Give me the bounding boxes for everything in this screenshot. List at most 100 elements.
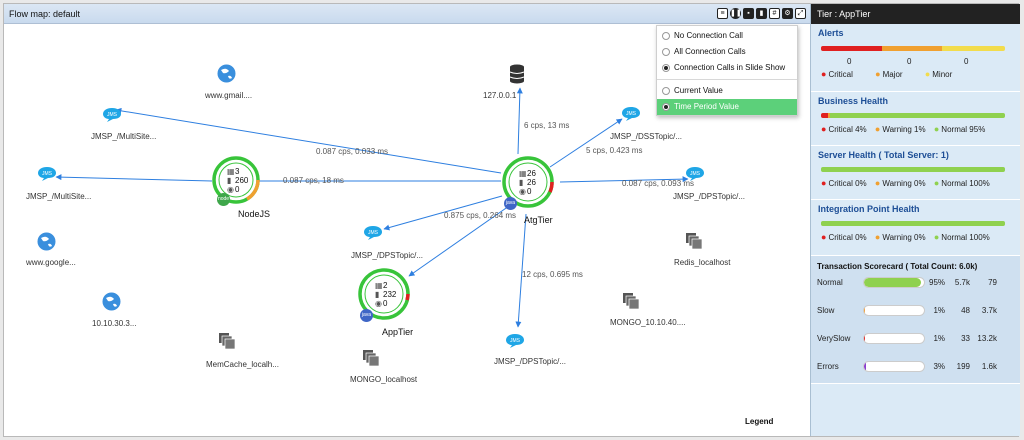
scorecard-row-name: VerySlow (817, 334, 851, 343)
scorecard-row[interactable]: Errors 3% 199 1.6k (817, 358, 1013, 376)
node-label-jms-multisite-2: JMSP_/MultiSite... (26, 192, 92, 201)
business-normal-seg (830, 113, 1005, 118)
integration-warning-label: Warning 0% (882, 233, 926, 242)
globe-icon[interactable] (217, 64, 236, 83)
jms-icon[interactable]: JMS (685, 166, 705, 182)
edge-atg-multisite[interactable] (115, 107, 502, 174)
tier-stats: ▦2 ▮232 ◉0 (375, 281, 396, 308)
minor-label: Minor (932, 70, 953, 79)
business-normal-label: Normal 95% (941, 125, 986, 134)
scorecard-row[interactable]: Normal 95% 5.7k 79 (817, 274, 1013, 292)
node-label-jms-dps-bottom: JMSP_/DPSTopic/... (494, 357, 567, 366)
jms-icon[interactable]: JMS (621, 106, 641, 122)
critical-dot-icon: ● (821, 178, 827, 188)
menu-item-all-connections[interactable]: All Connection Calls (657, 44, 797, 60)
tier-health-ring (502, 156, 554, 208)
errors-icon: ◉ (227, 185, 234, 194)
radio-icon (662, 87, 670, 95)
edge-label-atg-db: 6 cps, 13 ms (524, 121, 570, 130)
node-label-redis: Redis_localhost (674, 258, 731, 267)
server-stack-icon[interactable] (622, 292, 640, 310)
scorecard-bar (863, 333, 925, 344)
scorecard-title: Transaction Scorecard ( Total Count: 6.0… (817, 262, 978, 271)
tier-label-nodejs: NodeJS (238, 209, 271, 219)
node-label-memcache: MemCache_localh... (206, 360, 279, 369)
minor-dot-icon: ● (924, 69, 931, 79)
svg-text:JMS: JMS (368, 230, 379, 236)
edge-atg-app[interactable] (408, 205, 510, 277)
node-label-db: 127.0.0.1 (483, 91, 517, 100)
critical-count: 0 (847, 57, 852, 66)
menu-item-no-connection[interactable]: No Connection Call (657, 28, 797, 44)
minor-count: 0 (964, 57, 969, 66)
tier-node-nodejs[interactable]: ▦3 ▮260 ◉0 node (211, 155, 261, 206)
alerts-minor-seg (942, 46, 1005, 51)
calls-icon: ▮ (227, 176, 232, 185)
edge-atg-db[interactable] (516, 87, 523, 155)
jms-icon[interactable]: JMS (363, 225, 383, 241)
tier-node-app[interactable]: ▦2 ▮232 ◉0 java (357, 267, 410, 322)
integration-critical-label: Critical 0% (828, 233, 867, 242)
menu-item-time-period-value[interactable]: Time Period Value (657, 99, 797, 115)
list-view-icon[interactable]: ≡ (717, 8, 728, 19)
menu-item-slide-show[interactable]: Connection Calls in Slide Show (657, 60, 797, 76)
tier-stat-errors: 0 (383, 299, 388, 308)
pause-icon[interactable]: ❚❚ (730, 8, 742, 19)
settings-icon[interactable]: ⚙ (782, 8, 793, 19)
scorecard-count: 5.7k (954, 278, 970, 287)
grid-icon[interactable]: # (769, 8, 780, 19)
globe-icon[interactable] (102, 292, 121, 311)
tier-health-ring (358, 268, 410, 320)
jms-icon[interactable]: JMS (37, 166, 57, 182)
edge-atg-dps-mid[interactable] (383, 195, 503, 231)
integration-normal-label: Normal 100% (941, 233, 990, 242)
normal-dot-icon: ● (933, 232, 940, 242)
bar-chart-icon[interactable]: ▮ (756, 8, 767, 19)
fullscreen-icon[interactable]: ⤢ (795, 8, 806, 19)
server-stack-icon[interactable] (218, 332, 236, 350)
svg-text:JMS: JMS (107, 112, 118, 118)
globe-icon[interactable] (37, 232, 56, 251)
node-label-google: www.google... (26, 258, 76, 267)
calls-icon: ▮ (375, 290, 380, 299)
server-stack-icon[interactable] (685, 232, 703, 250)
scorecard-time: 79 (988, 278, 997, 287)
edge-atg-dps-bottom[interactable] (515, 213, 527, 328)
alerts-bar (821, 46, 1005, 51)
server-stack-icon[interactable] (362, 349, 380, 367)
menu-item-current-value[interactable]: Current Value (657, 83, 797, 99)
flow-canvas[interactable]: 0.087 cps, 18 ms 0.087 cps, 0.033 ms 6 c… (4, 24, 810, 436)
edge-atg-dss[interactable] (549, 118, 623, 168)
business-critical-label: Critical 4% (828, 125, 867, 134)
connection-options-menu: No Connection Call All Connection Calls … (656, 25, 798, 116)
node-label-mongo-local: MONGO_localhost (350, 375, 418, 384)
scorecard-row[interactable]: Slow 1% 48 3.7k (817, 302, 1013, 320)
node-label-jms-multisite-1: JMSP_/MultiSite... (91, 132, 157, 141)
jms-icon[interactable]: JMS (505, 333, 525, 349)
edge-nodejs-multisite[interactable] (55, 174, 213, 182)
database-icon[interactable] (509, 64, 525, 84)
instances-icon: ▦ (227, 167, 235, 176)
server-health-title: Server Health ( Total Server: 1) (818, 150, 949, 160)
alerts-section: Alerts 0 0 0 ●Critical ●Major ●Minor (811, 24, 1020, 92)
tier-node-atg[interactable]: ▦26 ▮26 ◉0 java (501, 155, 554, 210)
legend-button[interactable]: Legend (745, 417, 774, 426)
jms-icon[interactable]: JMS (102, 107, 122, 123)
radio-checked-icon (662, 64, 670, 72)
scorecard-count: 199 (956, 362, 970, 371)
tier-health-ring (212, 156, 260, 204)
menu-item-label: All Connection Calls (674, 47, 746, 56)
tier-stat-calls: 232 (383, 290, 397, 299)
warning-dot-icon: ● (874, 178, 881, 188)
calls-icon: ▮ (519, 178, 524, 187)
edge-label-atg-dps-right: 0.087 cps, 0.093 ms (622, 179, 695, 188)
tier-stats: ▦3 ▮260 ◉0 (227, 167, 248, 194)
scorecard-row[interactable]: VerySlow 1% 33 13.2k (817, 330, 1013, 348)
major-label: Major (882, 70, 903, 79)
scorecard-time: 1.6k (981, 362, 997, 371)
business-warning-seg (828, 113, 831, 118)
edge-atg-dps-right[interactable] (559, 176, 689, 183)
warning-dot-icon: ● (874, 232, 881, 242)
node-label-jms-dps-mid: JMSP_/DPSTopic/... (351, 251, 424, 260)
save-icon[interactable]: ▪ (743, 8, 754, 19)
